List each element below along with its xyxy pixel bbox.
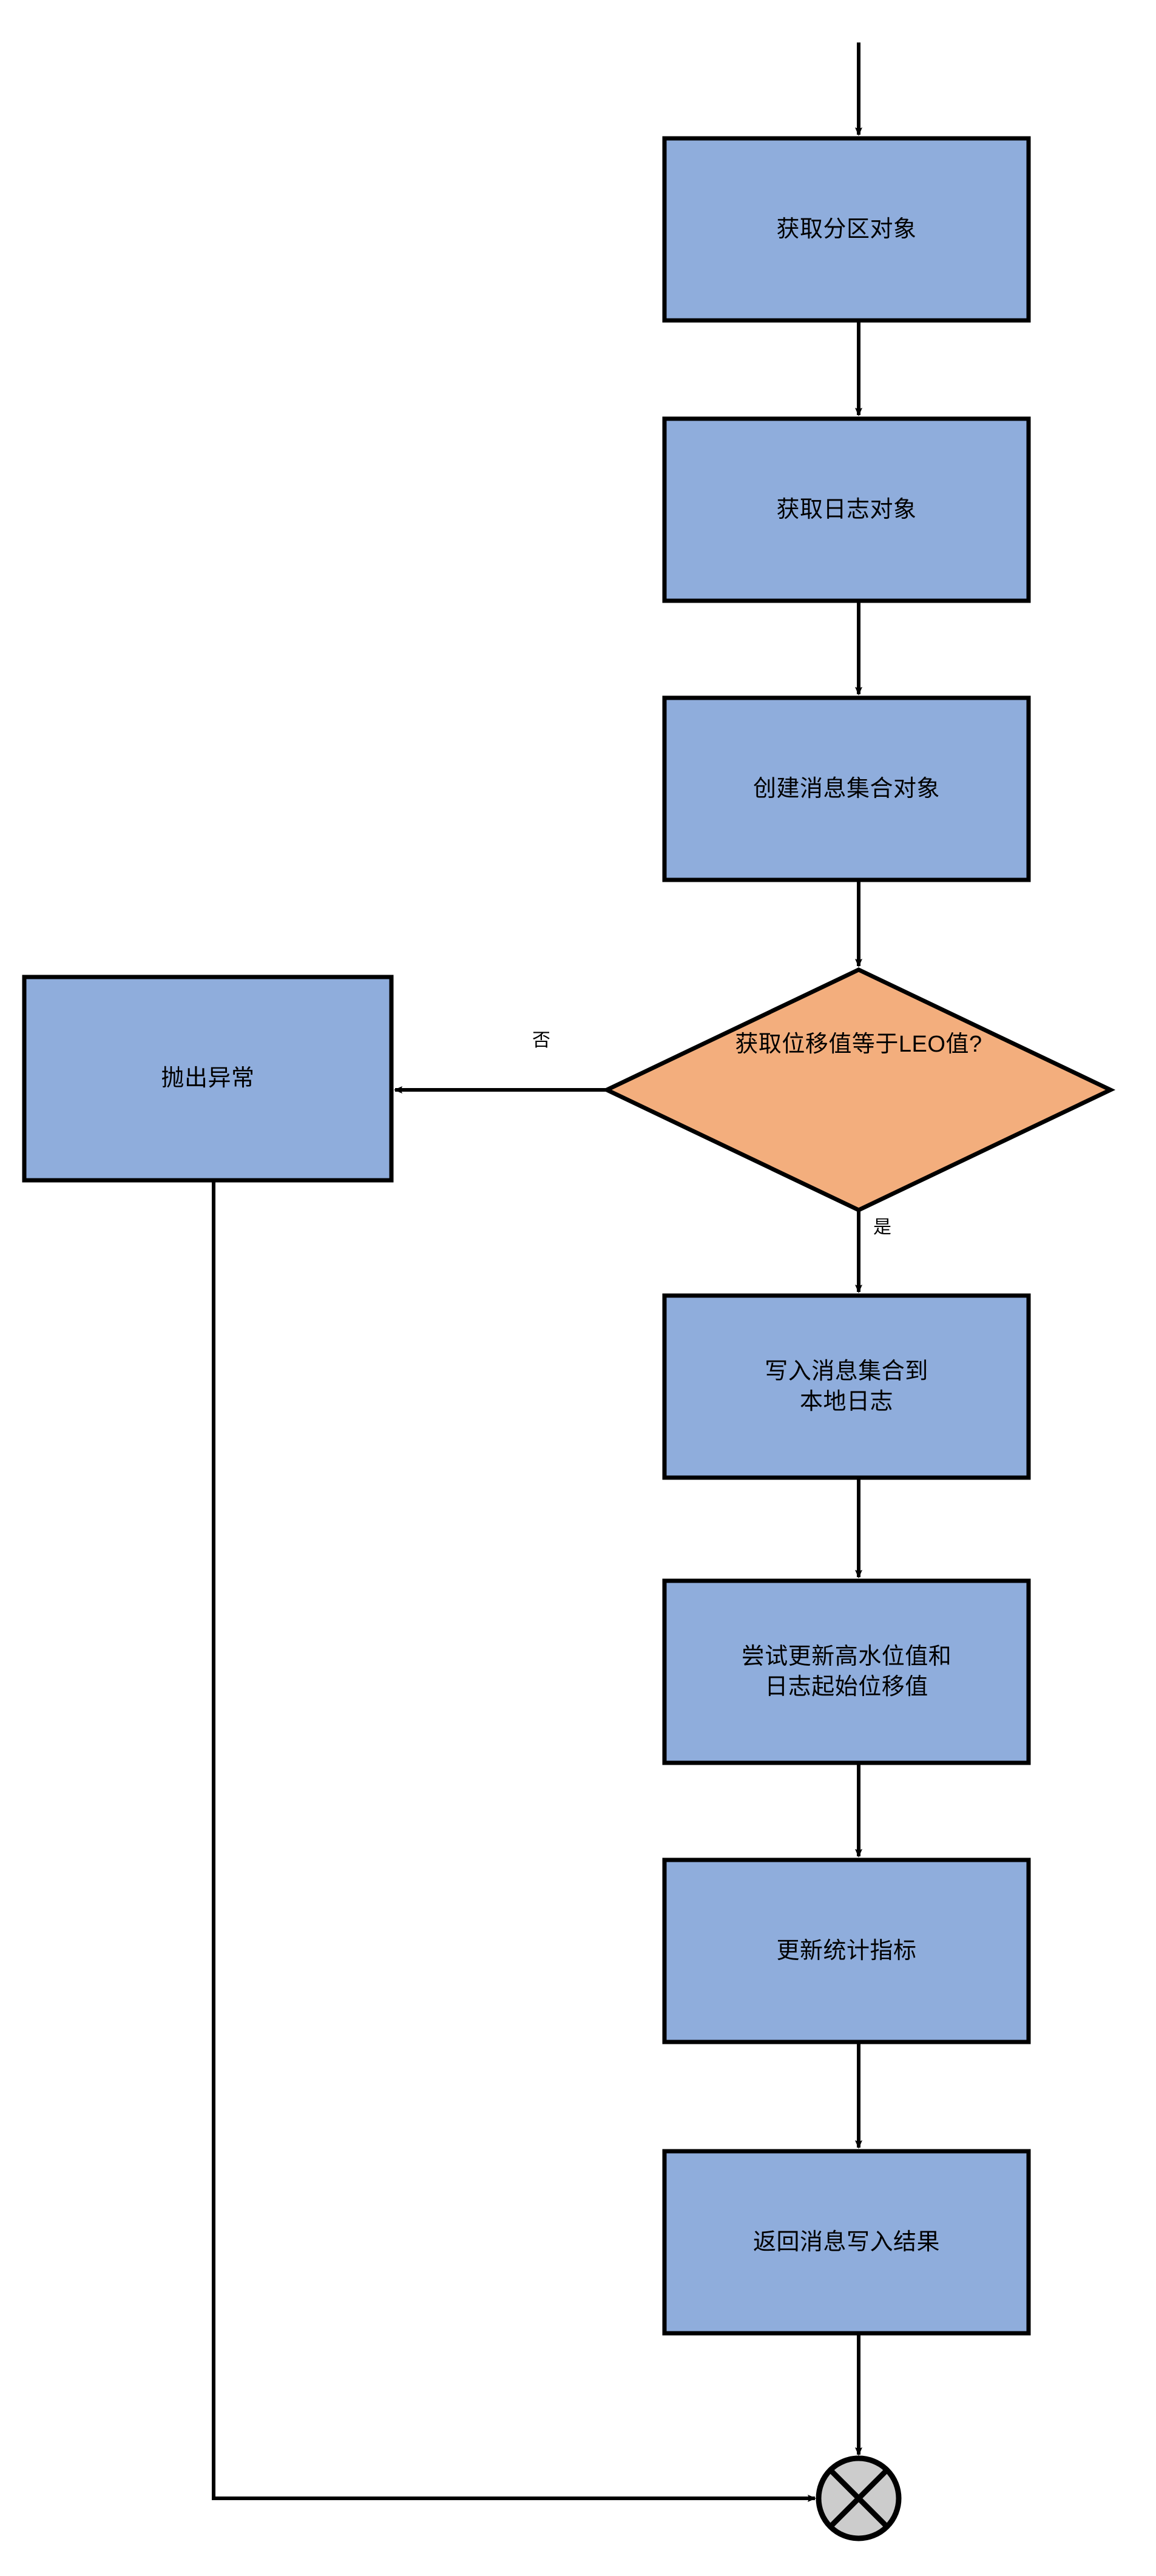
- edge-label-yes: 是: [873, 1217, 891, 1237]
- edge-label-no: 否: [532, 1030, 550, 1050]
- node-get-partition-object[interactable]: [662, 136, 1031, 323]
- node-create-message-set-object[interactable]: [662, 695, 1031, 882]
- node-decision-offset-equals-leo[interactable]: [601, 967, 1116, 1212]
- cross-icon-stroke-2: [828, 2467, 890, 2529]
- node-update-high-watermark-and-log-start-offset[interactable]: [662, 1578, 1031, 1765]
- node-return-message-write-result[interactable]: [662, 2149, 1031, 2336]
- node-get-log-object[interactable]: [662, 416, 1031, 603]
- edge-n5-to-n10-return: [212, 1180, 816, 2502]
- node-write-message-set-to-local-log[interactable]: [662, 1293, 1031, 1480]
- node-terminator-end[interactable]: [816, 2455, 902, 2541]
- node-update-statistics-metrics[interactable]: [662, 1858, 1031, 2044]
- node-throw-exception[interactable]: [22, 975, 394, 1183]
